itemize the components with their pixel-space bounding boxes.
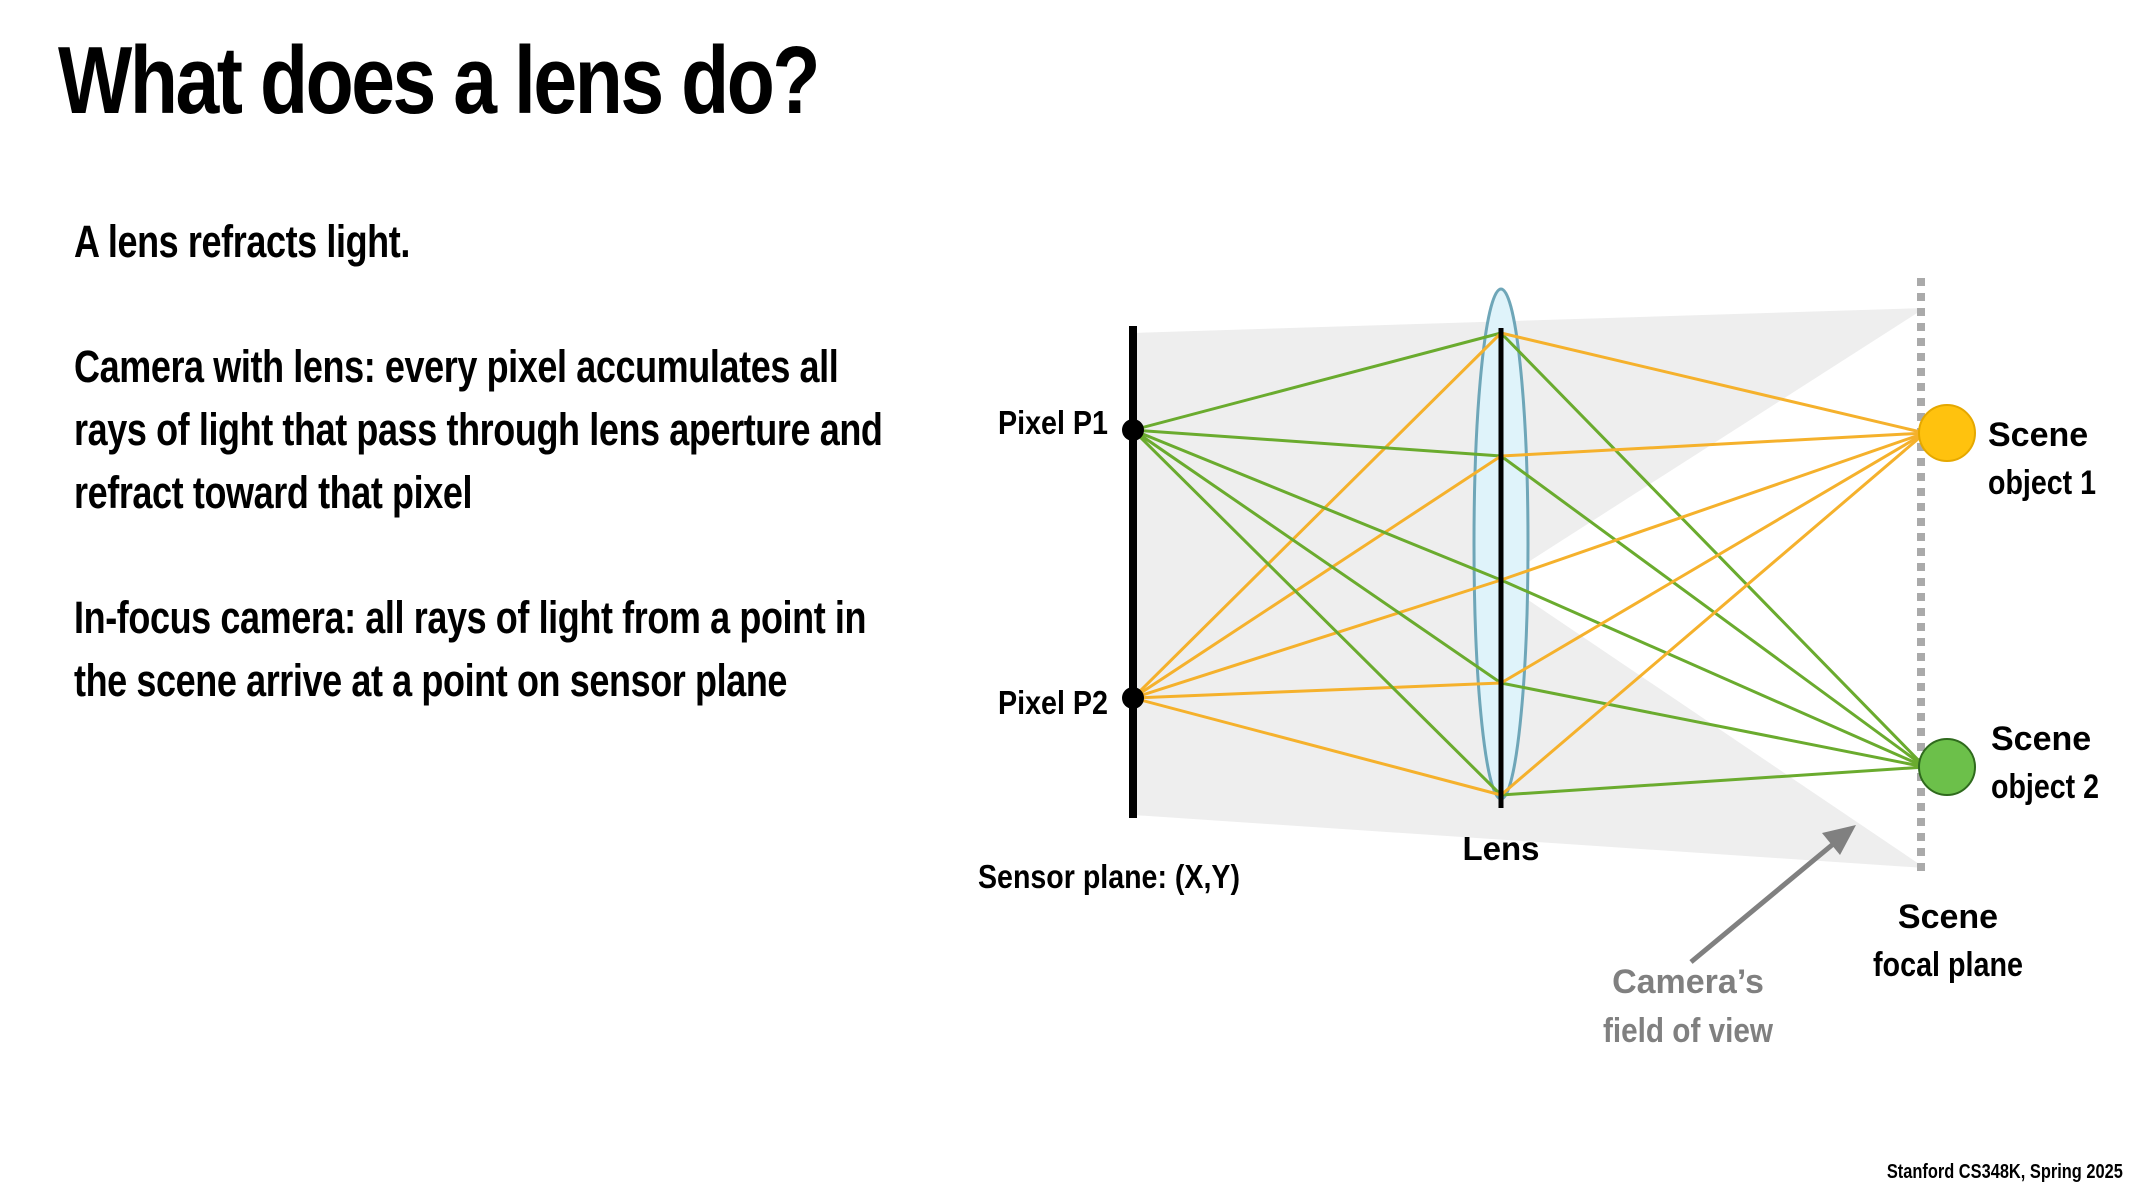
- ray-p1-green: [1499, 331, 1927, 769]
- ray-p1-green: [1131, 428, 1503, 797]
- footer-credit: Stanford CS348K, Spring 2025: [1886, 1161, 2123, 1183]
- fov-arrow-line: [1689, 838, 1840, 964]
- scene-object-1-label-line1: Scene: [1988, 416, 2088, 454]
- ray-p1-green: [1132, 428, 1502, 685]
- ray-p1-green: [1132, 331, 1502, 432]
- ray-p1-green: [1500, 681, 1926, 769]
- ray-p1-green: [1132, 428, 1502, 582]
- slide-title: What does a lens do?: [58, 27, 820, 134]
- fov-label-line2: field of view: [1603, 1012, 1773, 1050]
- ray-p2-orange: [1132, 681, 1502, 700]
- ray-p2-orange: [1132, 454, 1502, 700]
- focal-plane-label-line1: Scene: [1898, 898, 1998, 936]
- ray-p2-orange: [1500, 431, 1926, 797]
- ray-p1-green: [1132, 428, 1502, 458]
- pixel-p1-dot: [1122, 419, 1144, 441]
- ray-p2-orange: [1132, 578, 1502, 700]
- ray-p2-orange: [1132, 696, 1502, 797]
- ray-p2-orange: [1500, 331, 1926, 435]
- pixel-p1-label: Pixel P1: [998, 404, 1108, 441]
- sensor-plane-label: Sensor plane: (X,Y): [978, 858, 1240, 895]
- ray-p2-orange: [1500, 431, 1926, 458]
- lens-label: Lens: [1462, 830, 1539, 867]
- ray-p2-orange: [1500, 431, 1926, 685]
- pixel-p2-label: Pixel P2: [998, 684, 1108, 721]
- scene-object-1-dot: [1918, 404, 1976, 462]
- fov-region-lower: [1133, 333, 1925, 868]
- scene-object-2-label-line1: Scene: [1991, 720, 2091, 758]
- scene-object-2-label-line2: object 2: [1991, 768, 2099, 806]
- ray-p1-green: [1500, 578, 1926, 769]
- bullet-camera-with-lens: Camera with lens: every pixel accumulate…: [74, 341, 883, 518]
- scene-object-1-label-line2: object 1: [1988, 464, 2096, 502]
- fov-arrow-head: [1822, 825, 1856, 855]
- ray-p1-green: [1500, 765, 1926, 797]
- bullet-list: A lens refracts light. Camera with lens:…: [74, 210, 994, 774]
- fov-label-line1: Camera’s: [1612, 963, 1764, 1001]
- bullet-lens-refracts: A lens refracts light.: [74, 216, 410, 267]
- ray-p2-orange: [1131, 331, 1503, 700]
- bullet-in-focus-camera: In-focus camera: all rays of light from …: [74, 592, 867, 706]
- light-rays: [1131, 331, 1927, 797]
- scene-object-2-dot: [1918, 738, 1976, 796]
- focal-plane-label-line2: focal plane: [1873, 946, 2023, 984]
- ray-p1-green: [1500, 454, 1926, 769]
- ray-p2-orange: [1500, 431, 1926, 582]
- pixel-p2-dot: [1122, 687, 1144, 709]
